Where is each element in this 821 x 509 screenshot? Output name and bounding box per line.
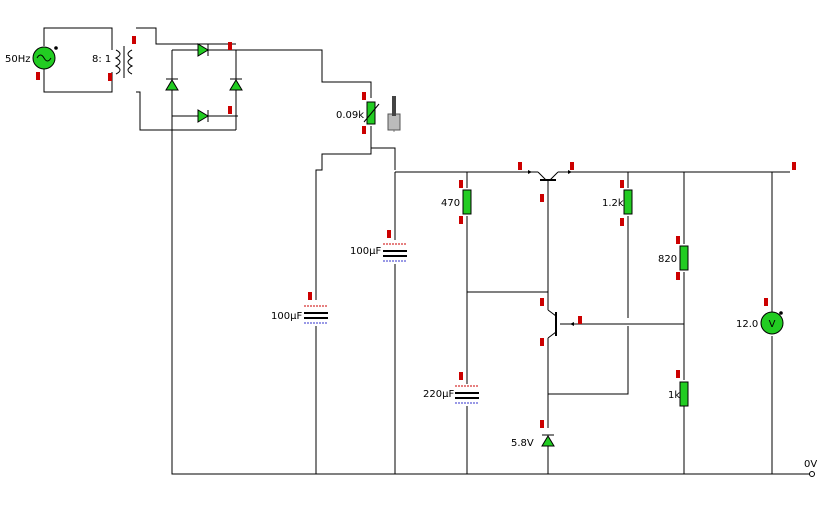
probe-marker xyxy=(36,72,40,80)
probe-marker xyxy=(459,216,463,224)
capacitor-filter[interactable]: 100µF xyxy=(350,230,407,262)
capacitor-bypass[interactable]: 220µF xyxy=(423,372,479,404)
probe-marker xyxy=(764,298,768,306)
source-frequency-label: 50Hz xyxy=(5,54,31,65)
zener-diode[interactable]: 5.8V xyxy=(511,420,555,449)
probe-marker xyxy=(459,180,463,188)
probe-marker xyxy=(108,73,112,81)
wires xyxy=(43,27,811,475)
probe-marker xyxy=(459,372,463,380)
diode-icon xyxy=(197,43,209,57)
resistor-1k-label: 1k xyxy=(668,390,680,401)
probe-marker xyxy=(308,292,312,300)
probe-marker xyxy=(362,92,366,100)
probe-marker xyxy=(540,338,544,346)
pot-slider-knob[interactable] xyxy=(387,96,401,132)
capacitor-reservoir[interactable]: 100µF xyxy=(271,292,328,324)
transformer[interactable]: 8: 1 xyxy=(92,36,136,81)
probe-marker xyxy=(387,230,391,238)
probe-marker xyxy=(132,36,136,44)
probe-marker xyxy=(228,106,232,114)
voltmeter-symbol: V xyxy=(769,319,776,330)
transistor-series-pass[interactable] xyxy=(518,162,574,202)
pot-value-label: 0.09k xyxy=(336,110,364,121)
capacitor-bypass-label: 220µF xyxy=(423,389,454,400)
transistor-control[interactable] xyxy=(540,298,582,346)
ground-label: 0V xyxy=(804,459,817,470)
probe-marker xyxy=(540,298,544,306)
resistor-1k2[interactable]: 1.2k xyxy=(602,180,633,226)
probe-marker xyxy=(620,180,624,188)
bridge-rectifier[interactable] xyxy=(165,42,243,123)
sine-wave-icon xyxy=(36,54,52,62)
resistor-820-label: 820 xyxy=(658,254,677,265)
ground-terminal[interactable]: 0V xyxy=(804,459,817,477)
probe-marker xyxy=(676,272,680,280)
voltmeter[interactable]: V 12.0 xyxy=(736,298,784,335)
probe-marker xyxy=(540,420,544,428)
resistor-820[interactable]: 820 xyxy=(658,236,689,280)
resistor-1k[interactable]: 1k xyxy=(668,370,689,407)
diode-icon xyxy=(165,79,179,91)
potentiometer[interactable]: 0.09k xyxy=(336,92,380,134)
capacitor-reservoir-label: 100µF xyxy=(271,311,302,322)
capacitor-filter-label: 100µF xyxy=(350,246,381,257)
diode-icon xyxy=(229,79,243,91)
resistor-470-label: 470 xyxy=(441,198,460,209)
transformer-ratio-label: 8: 1 xyxy=(92,54,111,65)
probe-marker xyxy=(570,162,574,170)
zener-voltage-label: 5.8V xyxy=(511,438,534,449)
probe-marker xyxy=(620,218,624,226)
probe-marker xyxy=(228,42,232,50)
resistor-1k2-label: 1.2k xyxy=(602,198,624,209)
probe-marker xyxy=(362,126,366,134)
diode-icon xyxy=(197,109,209,123)
probe-marker xyxy=(792,162,796,170)
probe-marker xyxy=(676,236,680,244)
ac-source[interactable]: 50Hz xyxy=(5,46,58,80)
probe-marker xyxy=(676,370,680,378)
resistor-470[interactable]: 470 xyxy=(441,180,472,224)
probe-marker xyxy=(540,194,544,202)
zener-icon xyxy=(541,435,555,447)
probe-marker xyxy=(518,162,522,170)
probe-marker xyxy=(578,316,582,324)
voltmeter-reading: 12.0 xyxy=(736,319,758,330)
